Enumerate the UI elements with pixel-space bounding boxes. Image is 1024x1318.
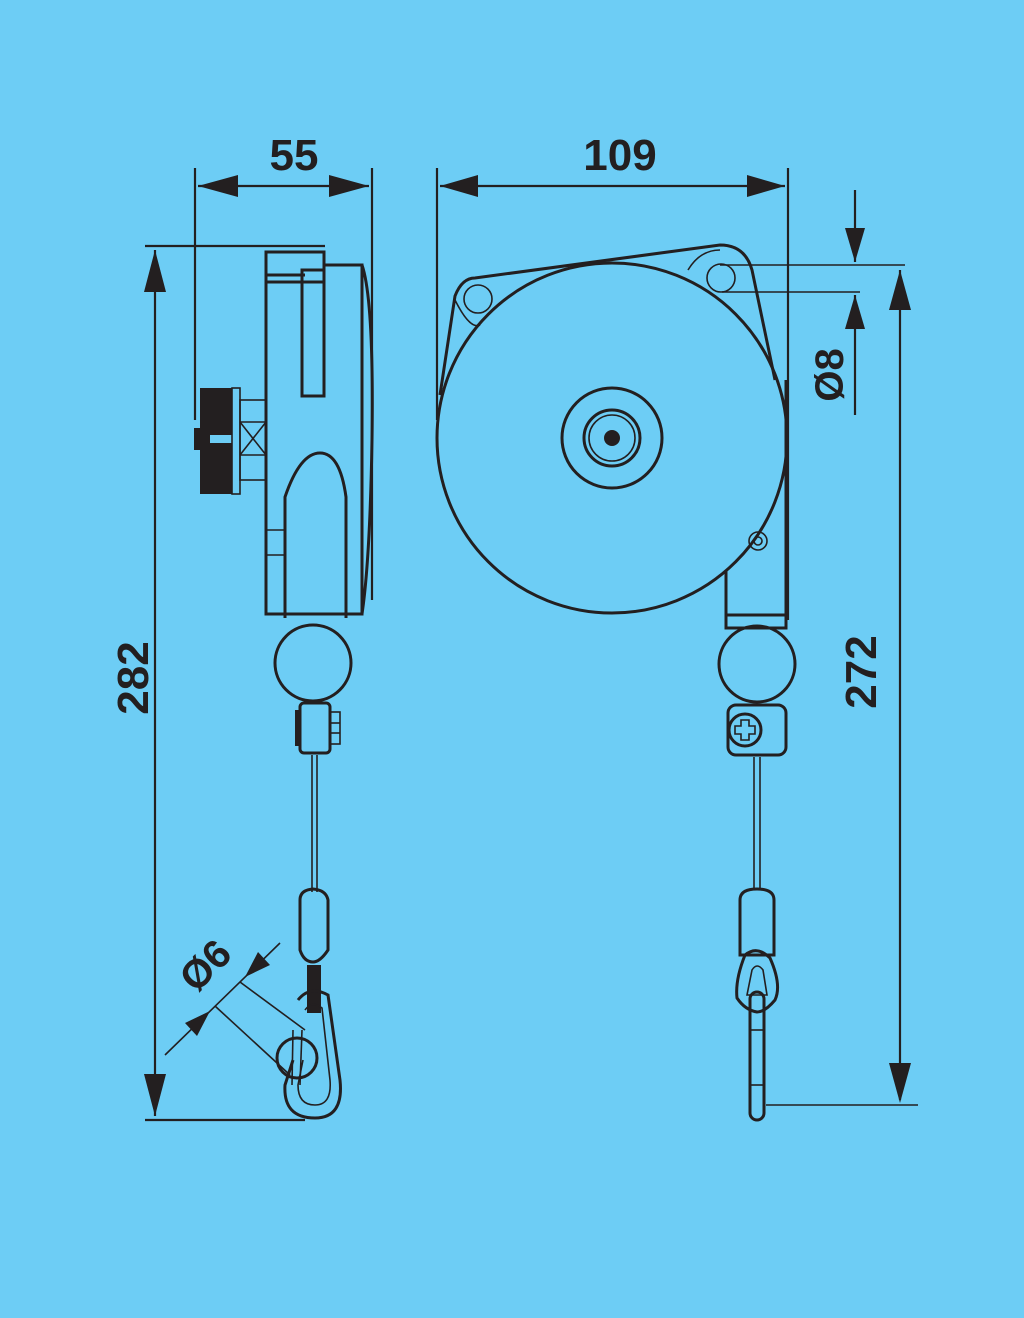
dimension-side-height: 282 [109, 244, 325, 1122]
front-view: 109 [435, 131, 918, 1122]
side-cable [298, 755, 330, 1013]
front-outlet [724, 380, 788, 630]
front-hook-eye [735, 949, 780, 1122]
dimension-label-d8: Ø8 [808, 348, 852, 401]
side-hook [275, 989, 342, 1120]
side-housing [264, 250, 374, 618]
dimension-label-272: 272 [837, 635, 886, 708]
dimension-front-height: 272 [766, 270, 918, 1106]
dimension-hook-diameter: Ø6 [164, 931, 306, 1076]
side-stopper [273, 623, 353, 755]
side-knob [194, 387, 267, 495]
dimension-label-55: 55 [270, 131, 319, 180]
front-stopper [717, 624, 797, 757]
side-view: 55 282 [109, 131, 374, 1122]
front-mount-plate [438, 243, 777, 396]
dimension-side-width: 55 [193, 131, 374, 600]
dimension-label-282: 282 [109, 641, 158, 714]
front-cable [738, 757, 776, 957]
dimension-mount-hole: Ø8 [720, 190, 905, 415]
dimension-label-d6: Ø6 [171, 931, 240, 1000]
front-hub [560, 386, 664, 490]
dimension-label-109: 109 [583, 131, 656, 180]
dimension-front-width: 109 [435, 131, 790, 620]
